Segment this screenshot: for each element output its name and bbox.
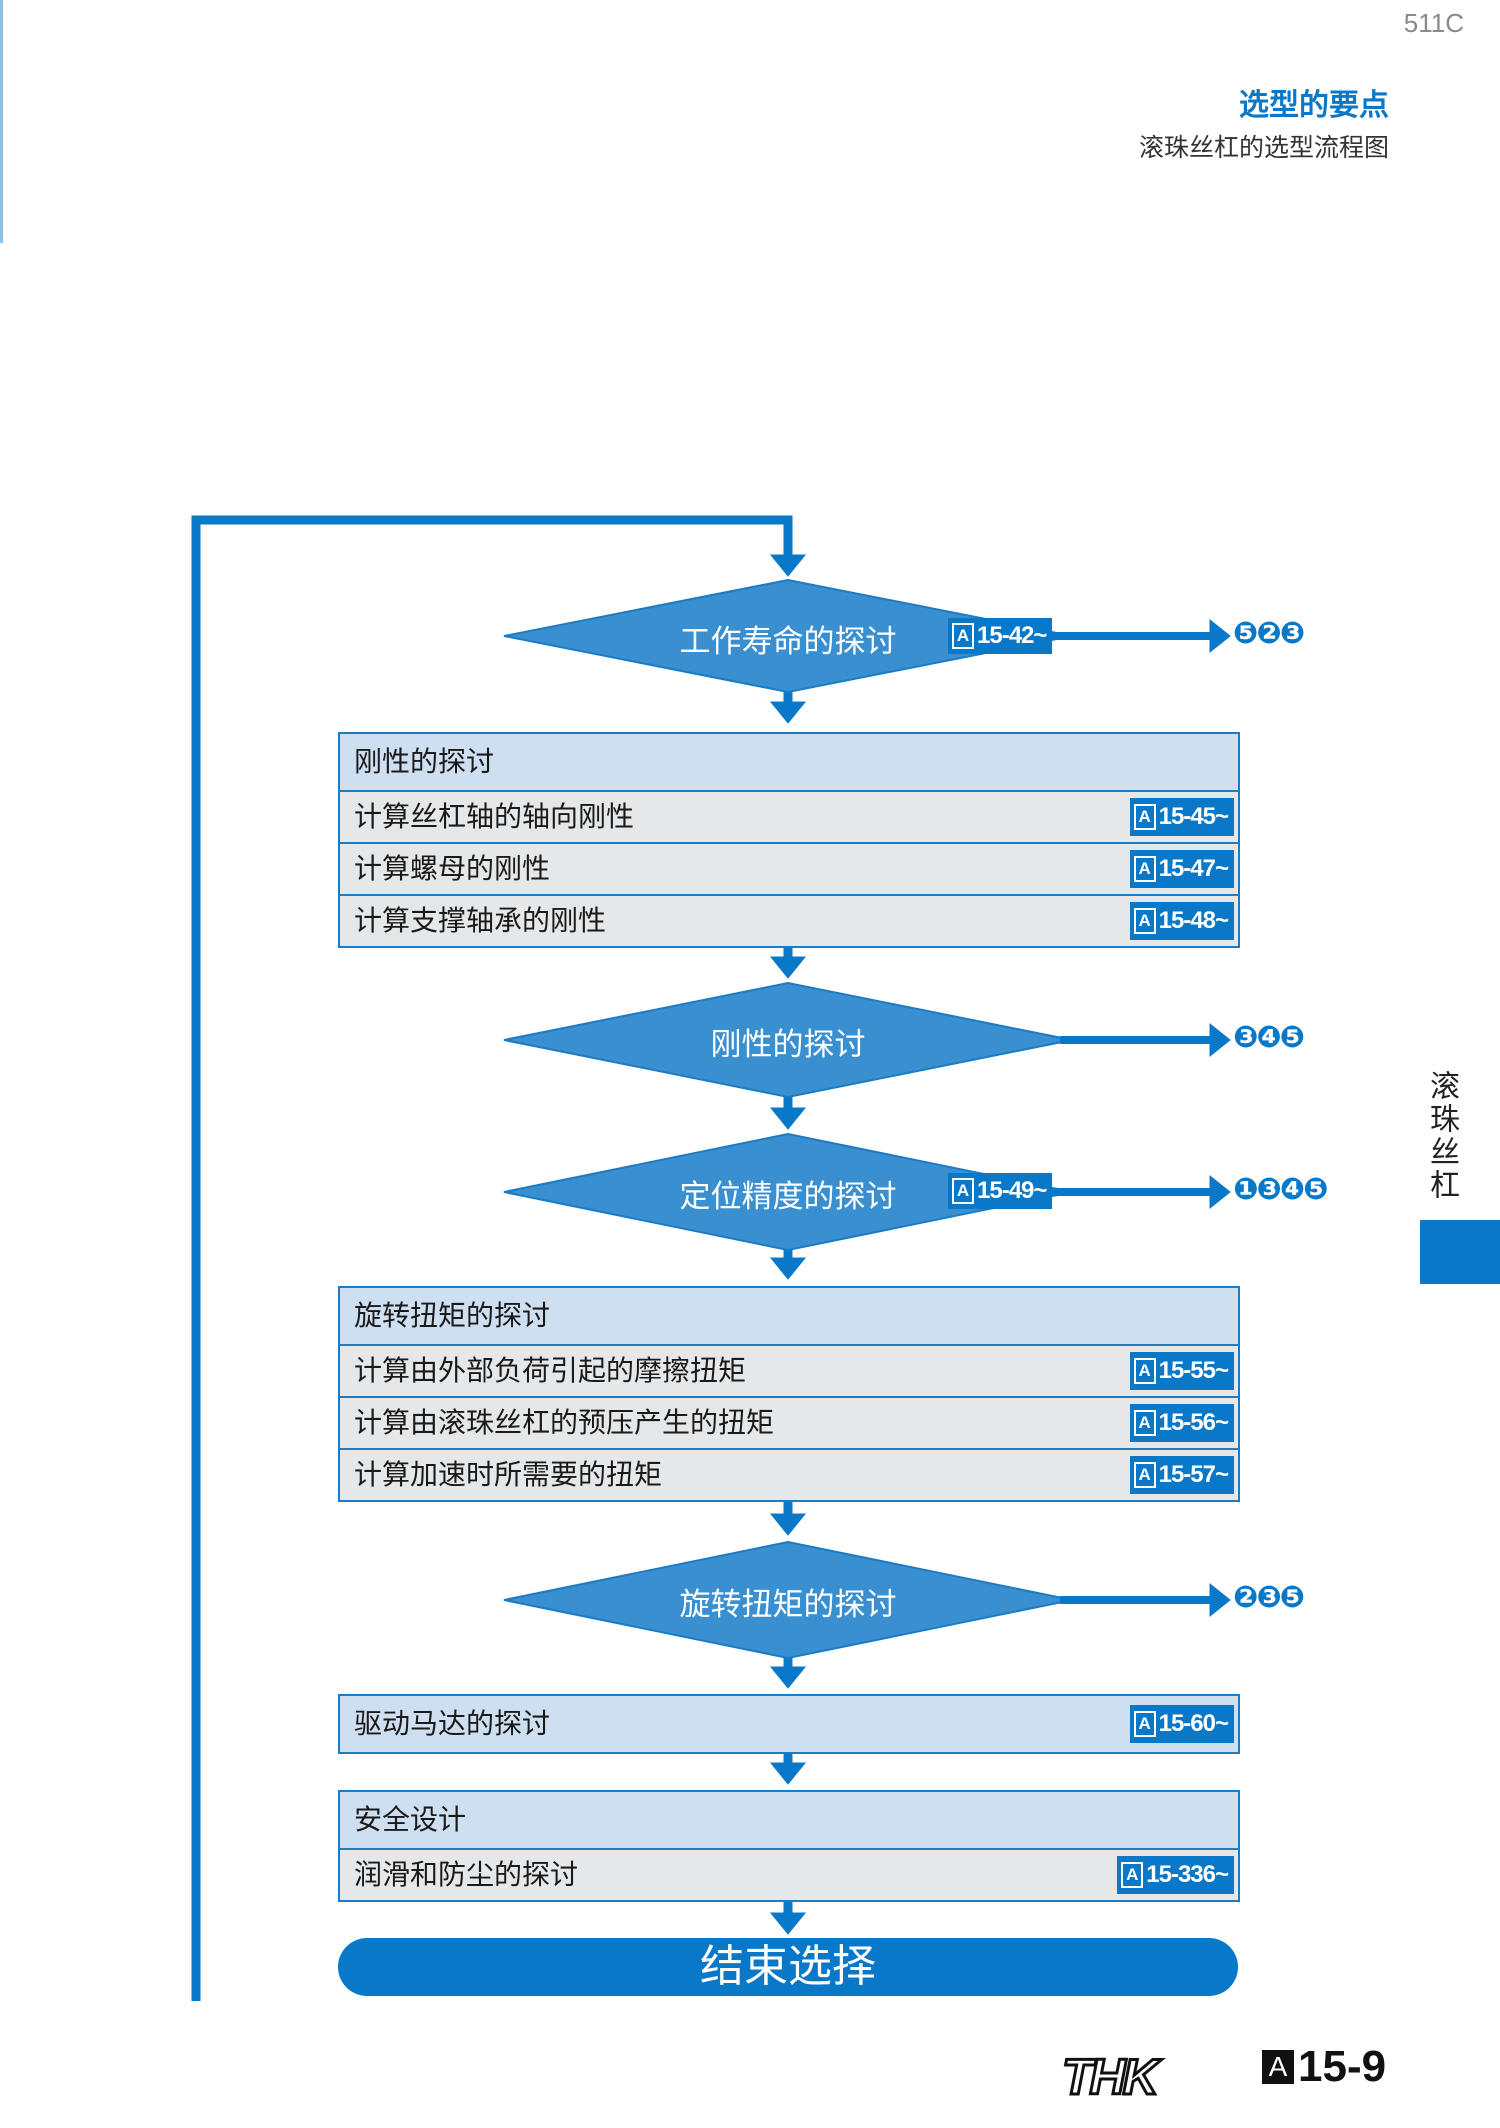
diamond-rigidity-label: 刚性的探讨	[710, 1027, 866, 1063]
box-header: 旋转扭矩的探讨	[340, 1288, 1238, 1344]
diamond-accuracy-marks: ❶❸❹❺	[1233, 1172, 1329, 1207]
box-header-label: 刚性的探讨	[354, 745, 495, 778]
arrow-to-box-safety	[769, 1749, 807, 1785]
ref-a-icon: A	[1133, 804, 1156, 830]
ref-page: 15-60~	[1158, 1710, 1229, 1737]
diamond-life-marks: ❺❷❸	[1233, 616, 1305, 651]
side-tab-label: 滚珠丝杠	[1424, 1070, 1459, 1202]
ref-a-icon: A	[1133, 856, 1156, 882]
ref-page: 15-57~	[1158, 1461, 1229, 1488]
ref-page: 15-45~	[1158, 803, 1229, 830]
ref-page: 15-55~	[1158, 1357, 1229, 1384]
diamond-rigidity-marks: ❸❹❺	[1233, 1020, 1305, 1055]
ref-a-icon: A	[952, 623, 974, 649]
left-margin-bar	[0, 0, 3, 243]
diamond-life-label: 工作寿命的探讨	[679, 624, 897, 660]
arrow-to-diamond-torque	[769, 1498, 807, 1536]
arrow-to-diamond-accuracy	[769, 1093, 807, 1130]
row-label: 计算支撑轴承的刚性	[354, 904, 607, 937]
ref-a-icon: A	[1133, 1462, 1156, 1488]
ref-a-icon: A	[952, 1178, 974, 1204]
row-label: 计算加速时所需要的扭矩	[354, 1458, 663, 1491]
ref-a-icon: A	[1133, 908, 1156, 934]
box-header: 刚性的探讨	[340, 734, 1238, 790]
diamond-torque-marks: ❷❸❺	[1233, 1580, 1305, 1615]
exit-arrow-torque	[1060, 1582, 1231, 1618]
row-label: 润滑和防尘的探讨	[354, 1858, 579, 1891]
row-label: 计算螺母的刚性	[354, 852, 551, 885]
end-terminator: 结束选择	[338, 1938, 1238, 1996]
box-header-label: 驱动马达的探讨	[354, 1707, 551, 1740]
row-label: 计算由外部负荷引起的摩擦扭矩	[354, 1354, 747, 1387]
side-tab-marker	[1420, 1220, 1500, 1284]
row-label: 计算丝杠轴的轴向刚性	[354, 800, 635, 833]
brand-logo: THK	[1061, 2048, 1161, 2107]
ref-a-icon: A	[1121, 1862, 1144, 1888]
exit-arrow-life	[1040, 618, 1231, 654]
box-header-label: 安全设计	[354, 1803, 467, 1836]
diamond-torque-label: 旋转扭矩的探讨	[679, 1587, 897, 1623]
ref-a-icon: A	[1133, 1358, 1156, 1384]
section-title: 选型的要点	[1239, 88, 1389, 123]
arrow-to-box-motor	[769, 1655, 807, 1689]
ref-page: 15-49~	[977, 1177, 1047, 1204]
arrow-to-diamond-rigidity	[769, 944, 807, 979]
page-number-value: 15-9	[1298, 2042, 1387, 2091]
exit-arrow-rigidity	[1060, 1022, 1231, 1058]
box-header: 安全设计	[340, 1792, 1238, 1848]
ref-page: 15-48~	[1158, 907, 1229, 934]
ref-page: 15-42~	[977, 622, 1047, 649]
diamond-accuracy-label: 定位精度的探讨	[679, 1179, 897, 1215]
arrow-to-box-rigidity	[769, 690, 807, 724]
ref-a-icon: A	[1133, 1410, 1156, 1436]
page-number: A 15-9	[1262, 2042, 1386, 2092]
page-code: 511C	[1403, 8, 1464, 38]
ref-page: 15-47~	[1158, 855, 1229, 882]
arrow-to-end	[769, 1897, 807, 1935]
section-subtitle: 滚珠丝杠的选型流程图	[1138, 133, 1389, 162]
row-label: 计算由滚珠丝杠的预压产生的扭矩	[354, 1406, 775, 1439]
arrow-to-diamond-life	[769, 540, 807, 577]
page-a-icon: A	[1262, 2050, 1294, 2084]
ref-a-icon: A	[1133, 1711, 1156, 1737]
ref-page: 15-336~	[1146, 1861, 1229, 1888]
loop-back-line	[191, 515, 793, 2001]
exit-arrow-accuracy	[1040, 1174, 1231, 1210]
ref-page: 15-56~	[1158, 1409, 1229, 1436]
box-header-label: 旋转扭矩的探讨	[354, 1299, 551, 1332]
